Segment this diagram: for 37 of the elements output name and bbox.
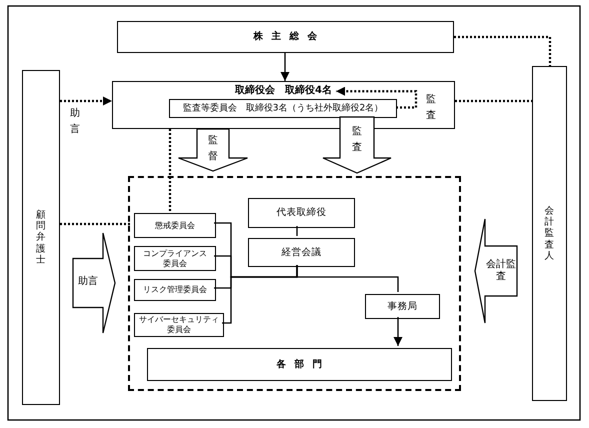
org-box (117, 21, 454, 53)
dotted-connector (168, 129, 172, 211)
org-box (532, 66, 567, 401)
org-box (147, 348, 452, 381)
dotted-connector (60, 222, 132, 226)
org-box-label: コンプライアンス委員会 (142, 248, 208, 268)
org-box (169, 99, 397, 118)
org-box-label: 監査等委員会 取締役3名（うち社外取締役2名） (182, 102, 384, 114)
arrow (280, 53, 290, 81)
org-box (248, 238, 355, 267)
org-box-label: 取締役会 取締役4名 (235, 85, 332, 98)
org-box-label: 懲戒委員会 (154, 220, 196, 230)
org-box-label: 顧問弁護士 (36, 209, 46, 266)
org-box-label: 各部門 (276, 358, 332, 370)
org-box (134, 279, 216, 301)
dotted-connector (336, 86, 418, 109)
org-box-label: 経営会議 (280, 246, 322, 258)
org-box-label: サイバーセキュリティ委員会 (138, 315, 220, 335)
dashed-group-frame (128, 176, 461, 391)
connector-line (296, 265, 399, 292)
dotted-connector (60, 96, 112, 106)
org-box-label: 株主総会 (252, 31, 326, 43)
arrow (394, 317, 402, 346)
org-box (134, 313, 224, 337)
org-box (248, 198, 355, 228)
org-box (134, 246, 216, 271)
org-box-label: リスク管理委員会 (142, 285, 208, 295)
dotted-connector (454, 36, 552, 66)
org-box (22, 70, 60, 405)
org-box-label: 事務局 (386, 300, 418, 312)
edge-label: 会計監査 (486, 259, 516, 283)
org-box-label: 会計監査人 (544, 205, 554, 262)
dotted-connector (455, 100, 532, 102)
org-box (365, 294, 440, 319)
connector-line (296, 226, 298, 236)
org-box (134, 213, 216, 238)
org-box-label: 代表取締役 (276, 207, 328, 219)
